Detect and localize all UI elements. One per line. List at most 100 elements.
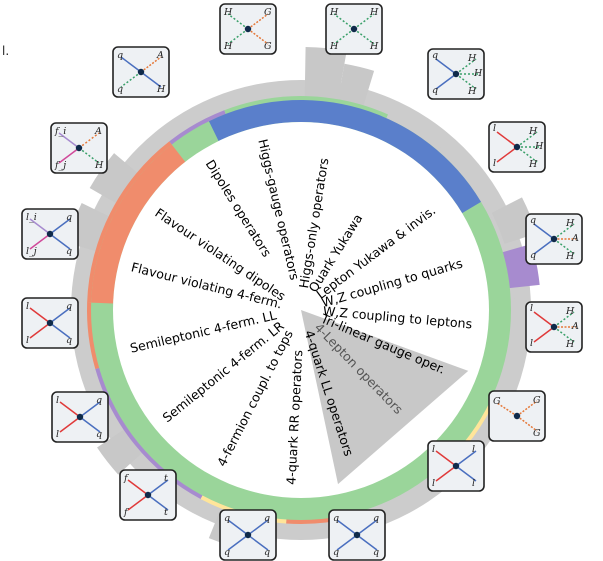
diagram-label: l <box>472 444 475 455</box>
diagram-line <box>78 132 100 149</box>
diagram-line <box>496 402 518 417</box>
diagram-label: q <box>530 250 536 261</box>
diagram-label: f_j <box>54 160 66 171</box>
vertex-dot <box>75 144 83 152</box>
diagram-label: H <box>94 160 104 171</box>
diagram-label: A <box>94 126 102 137</box>
diagram-label: H <box>565 218 575 229</box>
diagram-line <box>29 218 51 235</box>
diagram-line <box>553 326 575 343</box>
diagram-line <box>353 28 375 45</box>
diagram-line <box>227 519 249 536</box>
diagram-line <box>455 450 477 467</box>
diagram-label: H <box>565 251 575 262</box>
category-arc-salmon <box>91 144 186 304</box>
diagram-line <box>333 13 355 30</box>
diagram-label: H <box>223 41 233 52</box>
diagram-line <box>120 56 142 73</box>
category-arc-blue <box>208 100 482 214</box>
diagram-line <box>127 479 149 496</box>
diagram-label: H <box>528 159 538 170</box>
diagram-label: A <box>571 321 579 332</box>
diagram-label: l <box>472 478 475 489</box>
diagram-line <box>533 223 555 240</box>
diagram-line <box>533 311 555 328</box>
diagram-label: H <box>156 84 166 95</box>
diagram-label: q <box>224 547 230 558</box>
diagram-label: H <box>329 7 339 18</box>
diagram-line <box>455 73 477 90</box>
diagram-line <box>59 401 81 418</box>
diagram-label: G <box>533 395 541 406</box>
diagram-line <box>247 13 269 30</box>
diagram-label: l <box>56 395 59 406</box>
diagram-label: f <box>123 507 129 518</box>
diagram-label: q <box>373 547 379 558</box>
diagram-line <box>227 13 249 30</box>
diagram-label: l <box>530 338 533 349</box>
diagram-line <box>435 58 457 75</box>
diagram-line <box>127 494 149 511</box>
diagram-label: f_i <box>54 126 66 137</box>
diagram-label: H <box>369 7 379 18</box>
diagram-line <box>147 479 169 496</box>
vertex-dot <box>137 68 145 76</box>
diagram-label: l_j <box>26 246 37 257</box>
diagram-label: q <box>66 246 72 257</box>
diagram-label: q <box>264 513 270 524</box>
diagram-label: H <box>223 7 233 18</box>
diagram-label: q <box>66 335 72 346</box>
diagram-line <box>29 307 51 324</box>
diagram-line <box>356 519 378 536</box>
vertex-dot <box>350 25 358 33</box>
diagram-line <box>49 233 71 250</box>
diagram-label: l <box>26 301 29 312</box>
diagram-label: H <box>467 86 477 97</box>
diagram-label: H <box>473 68 483 79</box>
vertex-dot <box>452 70 460 78</box>
diagram-label: t <box>164 473 168 484</box>
diagram-line <box>353 13 375 30</box>
vertex-dot <box>244 531 252 539</box>
vertex-dot <box>46 230 54 238</box>
diagram-line <box>516 415 538 432</box>
diagram-label: G <box>264 41 272 52</box>
diagram-line <box>356 534 378 551</box>
vertex-dot <box>550 235 558 243</box>
vertex-dot <box>513 412 521 420</box>
diagram-line <box>49 218 71 235</box>
diagram-label: t <box>164 507 168 518</box>
diagram-label: l <box>530 303 533 314</box>
diagram-label: l <box>493 123 496 134</box>
diagram-label: q <box>333 513 339 524</box>
vertex-dot <box>452 462 460 470</box>
diagram-label: G <box>493 396 501 407</box>
diagram-label: l <box>432 478 435 489</box>
vertex-dot <box>76 413 84 421</box>
diagram-label: q <box>66 301 72 312</box>
diagram-label: l <box>432 444 435 455</box>
diagram-label: q <box>96 429 102 440</box>
vertex-dot <box>46 319 54 327</box>
diagram-line <box>435 450 457 467</box>
diagram-line <box>435 465 457 482</box>
diagram-line <box>516 146 538 163</box>
diagram-line <box>29 322 51 339</box>
diagram-line <box>553 238 575 255</box>
diagram-label: H <box>329 41 339 52</box>
diagram-line <box>49 322 71 339</box>
diagram-label: q <box>117 84 123 95</box>
diagram-label: l_i <box>26 212 37 223</box>
diagram-label: f <box>123 473 129 484</box>
inner-category-ring <box>91 100 511 520</box>
diagram-line <box>49 307 71 324</box>
diagram-label: q <box>432 85 438 96</box>
diagram-line <box>58 132 80 149</box>
diagram-line <box>533 238 555 255</box>
